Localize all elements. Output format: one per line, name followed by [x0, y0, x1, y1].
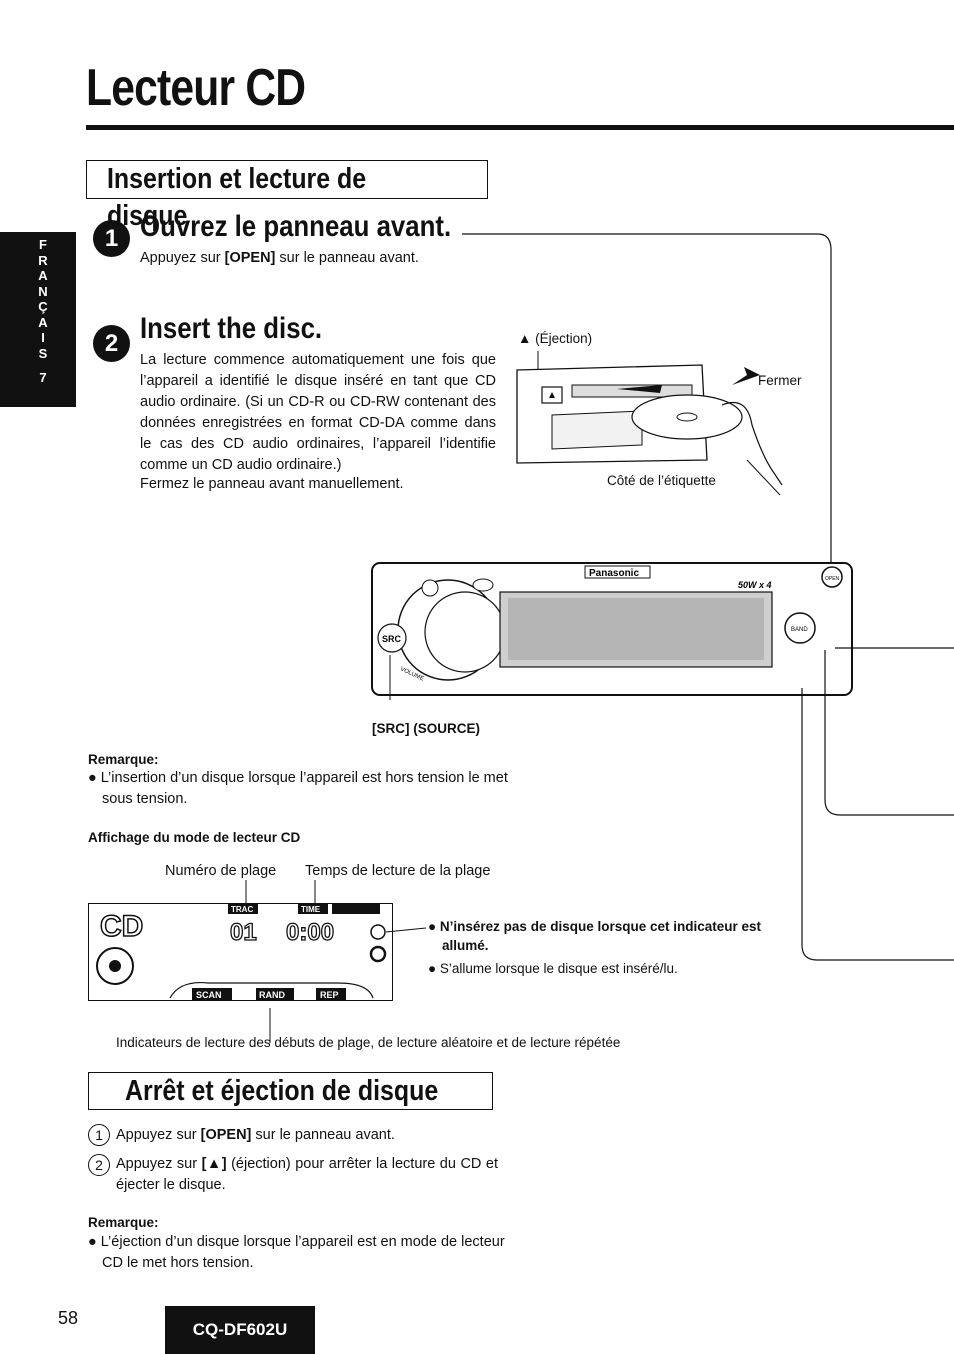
title-rule [86, 125, 954, 130]
insert-warning: ● N’insérez pas de disque lorsque cet in… [428, 919, 762, 953]
play-time-label: Temps de lecture de la plage [305, 863, 491, 879]
eject-step-1: 1 Appuyez sur [OPEN] sur le panneau avant… [88, 1124, 395, 1146]
remark-text: ● L’insertion d’un disque lorsque l’appa… [88, 770, 508, 807]
step-1-text: Appuyez sur [OPEN] sur le panneau avant. [140, 248, 419, 269]
lcd-scan: SCAN [196, 990, 222, 1000]
eject-key-label: [▲] [201, 1156, 227, 1172]
text-part: sur le panneau avant. [251, 1126, 395, 1143]
eject-label: ▲ (Éjection) [518, 331, 593, 346]
lcd-time-tag: TIME [301, 905, 321, 914]
section-heading-insertion: Insertion et lecture de disque [86, 160, 488, 232]
src-button: SRC [382, 634, 402, 644]
indicators-caption: Indicateurs de lecture des débuts de pla… [116, 1035, 621, 1050]
close-label: Fermer [758, 373, 802, 388]
eject-step-2: 2 Appuyez sur [▲] (éjection) pour arrête… [88, 1154, 498, 1196]
lcd-mode: CD [100, 910, 143, 943]
text-part: Appuyez sur [116, 1156, 202, 1172]
tab-letter: A [38, 314, 48, 330]
eject-step-2-badge: 2 [88, 1154, 110, 1176]
remark-heading: Remarque: [88, 752, 159, 767]
tab-letter: F [39, 237, 47, 252]
lcd-time: 0:00 [286, 919, 334, 946]
language-side-tab [0, 232, 76, 407]
src-source-label: [SRC] (SOURCE) [372, 721, 480, 736]
indicator-pointer-line [269, 1008, 271, 1043]
lcd-rand: RAND [259, 990, 285, 1000]
step-2-title: Insert the disc. [140, 312, 323, 345]
remark-text-2: ● L’éjection d’un disque lorsque l’appar… [88, 1234, 505, 1271]
step-2-body-close: Fermez le panneau avant manuellement. [140, 476, 404, 492]
tab-letter: Ç [38, 299, 48, 314]
brand-logo: Panasonic [589, 568, 639, 579]
text-part: sur le panneau avant. [275, 250, 419, 266]
car-stereo-faceplate: SRC VOLUME Panasonic 50W x 4 BAND OPEN [371, 562, 853, 700]
text-part: Appuyez sur [140, 250, 225, 266]
open-key-label: [OPEN] [224, 250, 276, 266]
tab-number: 7 [39, 370, 47, 385]
power-label: 50W x 4 [738, 580, 772, 590]
eject-step-1-badge: 1 [88, 1124, 110, 1146]
insert-indicator-note-text: S’allume lorsque le disque est inséré/lu… [439, 961, 678, 976]
page-title: Lecteur CD [86, 59, 306, 117]
remark-body: L’insertion d’un disque lorsque l’appare… [100, 770, 508, 807]
lcd-rep: REP [320, 990, 339, 1000]
callout-lines-right [801, 647, 954, 961]
display-mode-heading: Affichage du mode de lecteur CD [88, 830, 301, 845]
model-badge: CQ-DF602U [165, 1306, 315, 1354]
step-1-title: Ouvrez le panneau avant. [140, 210, 452, 243]
tab-letter: N [38, 283, 48, 299]
tab-letter: R [38, 252, 48, 268]
step-2-badge: 2 [93, 325, 130, 362]
page-number: 58 [58, 1308, 79, 1328]
section-heading-text: Arrêt et éjection de disque [125, 1075, 439, 1107]
lcd-trac-tag: TRAC [231, 905, 253, 914]
tab-letter: A [38, 268, 48, 283]
track-number-label: Numéro de plage [165, 863, 277, 879]
tab-letter: S [38, 345, 48, 361]
step-1-badge: 1 [93, 220, 130, 257]
disc-insert-illustration [516, 351, 783, 496]
band-button: BAND [791, 627, 808, 633]
text-part: Appuyez sur [116, 1126, 201, 1143]
open-button: OPEN [825, 576, 840, 582]
language-tab-letters: F R A N Ç A I S 7 [36, 237, 50, 386]
text-part: (éjection) pour arrêter la lecture du CD… [116, 1156, 498, 1193]
section-heading-text: Insertion et lecture de disque [107, 163, 367, 232]
lcd-track: 01 [230, 919, 257, 946]
insert-warning-text: N’insérez pas de disque lorsque cet indi… [439, 919, 762, 953]
callout-line-open [462, 233, 832, 568]
remark-body-2: L’éjection d’un disque lorsque l’apparei… [100, 1234, 505, 1271]
tab-letter: I [41, 330, 45, 345]
lcd-display-graphic: CD TRAC 01 TIME 0:00 SCAN RAND REP [96, 904, 427, 1001]
remark-heading-2: Remarque: [88, 1215, 159, 1230]
insert-indicator-note: ● S’allume lorsque le disque est inséré/… [428, 961, 678, 976]
section-heading-eject: Arrêt et éjection de disque [88, 1072, 493, 1110]
lcd-display [88, 903, 393, 1001]
step-2-body: La lecture commence automatiquement une … [140, 352, 496, 473]
open-key-label: [OPEN] [200, 1126, 252, 1143]
label-side-caption: Côté de l’étiquette [607, 473, 716, 488]
